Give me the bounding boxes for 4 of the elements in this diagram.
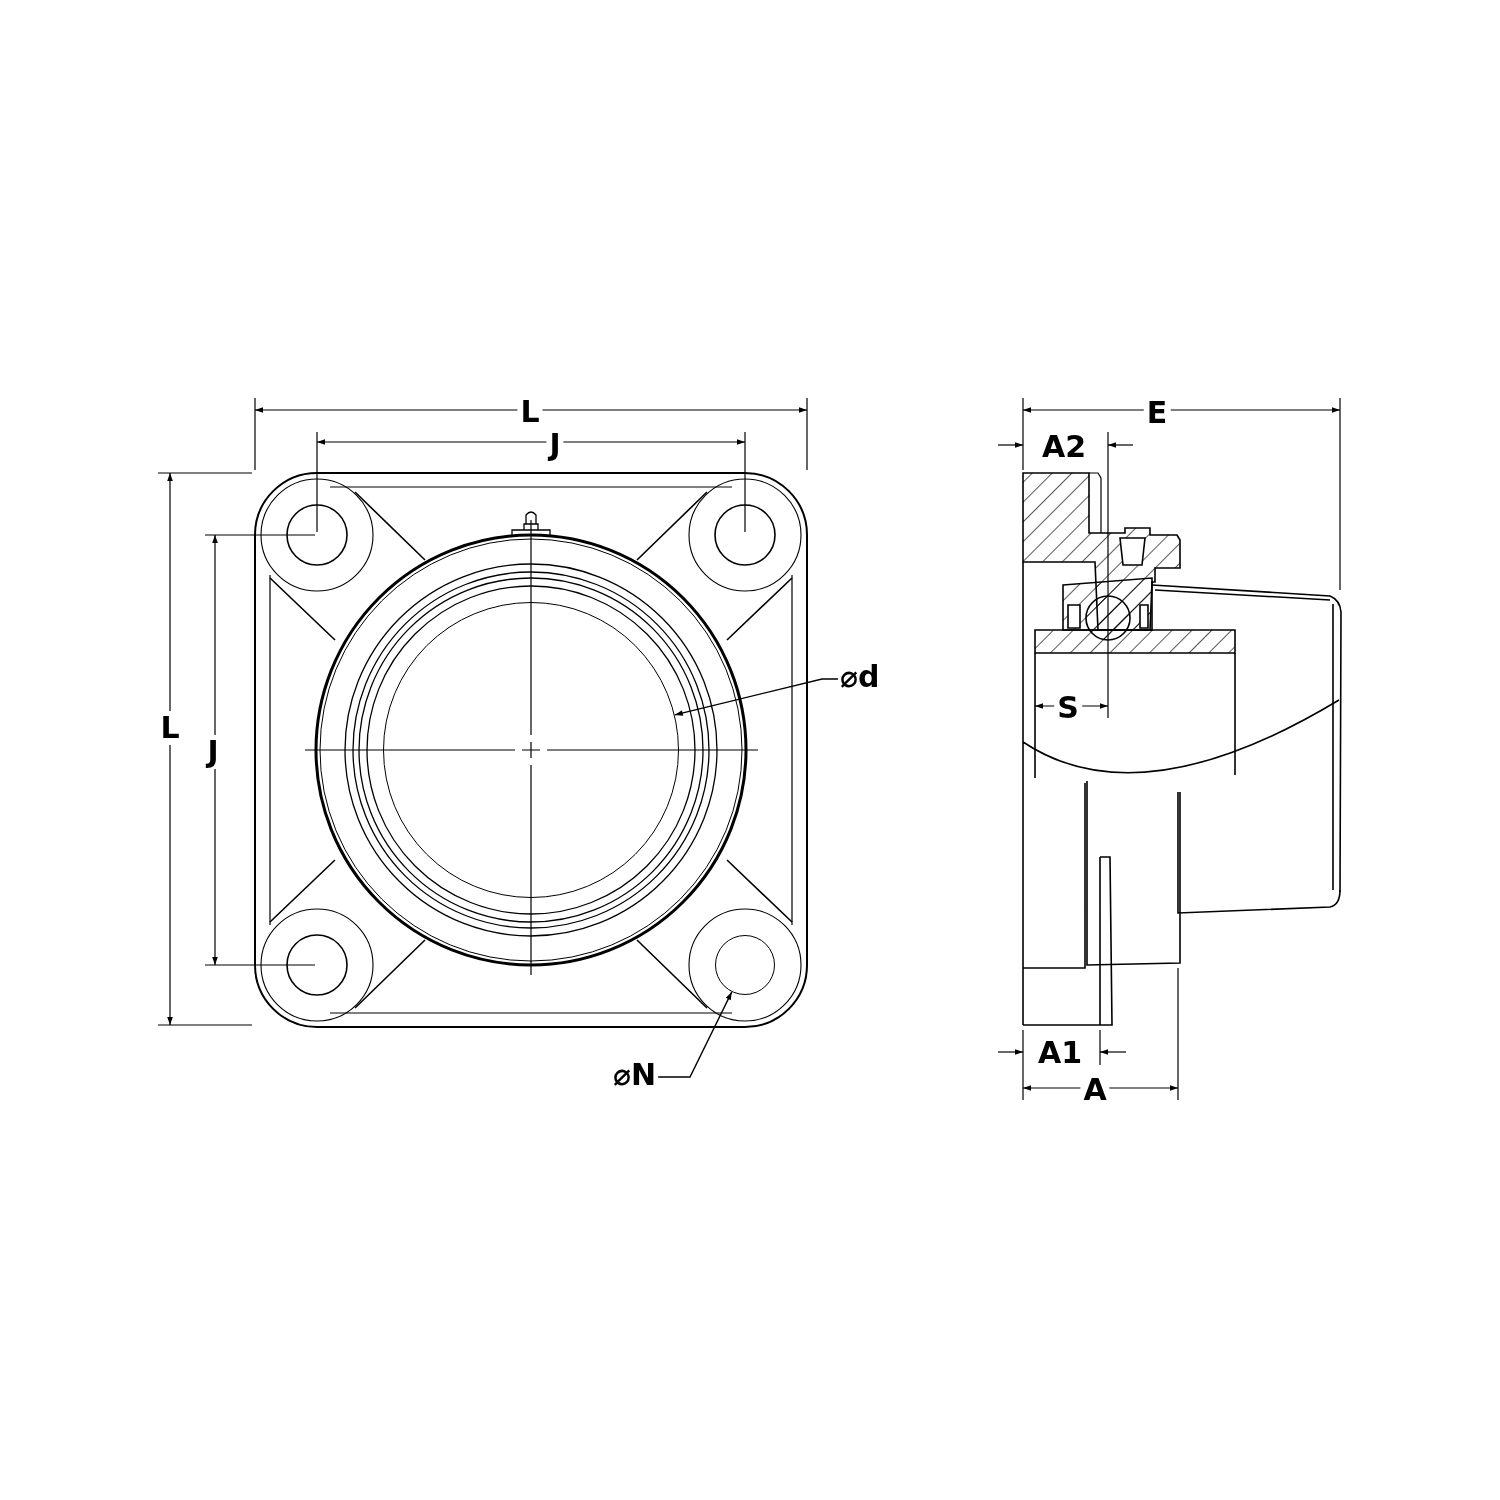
- diameter-label: ⌀d: [840, 660, 880, 694]
- leader-line: [674, 678, 839, 716]
- leader-line: [657, 991, 733, 1078]
- diameter-label: ⌀N: [613, 1058, 657, 1092]
